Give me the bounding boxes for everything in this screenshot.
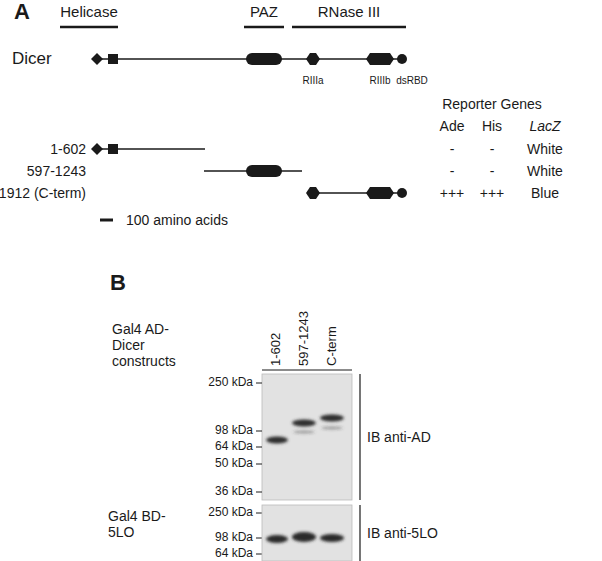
row-header: Gal4 AD-Dicer constructs xyxy=(112,321,192,369)
table-cell: White xyxy=(527,141,563,157)
subdomain-name: RIIIa xyxy=(302,75,323,87)
marker-label: 64 kDa xyxy=(215,547,253,561)
domain-bar xyxy=(244,26,284,29)
construct-1 xyxy=(91,143,205,155)
table-cell: White xyxy=(527,163,563,179)
table-cell: +++ xyxy=(480,185,505,201)
table-cell: - xyxy=(450,163,455,179)
table-header: LacZ xyxy=(529,118,560,134)
construct-3 xyxy=(306,187,407,199)
table-cell: Blue xyxy=(531,185,559,201)
rnase-domain xyxy=(306,187,320,199)
domain-square xyxy=(108,54,118,64)
construct-2 xyxy=(204,165,302,177)
domain-name: RNase III xyxy=(318,3,381,20)
tick xyxy=(256,383,262,384)
tick xyxy=(256,447,262,448)
table-header: His xyxy=(482,118,502,134)
subdomain-name: dsRBD xyxy=(396,75,428,87)
lane-label: 1-602 xyxy=(269,333,284,366)
band xyxy=(293,431,315,434)
domain-bar xyxy=(60,26,118,29)
lane-label: 597-1243 xyxy=(297,311,312,366)
antibody-label: IB anti-5LO xyxy=(367,525,438,541)
table-header: Ade xyxy=(440,118,465,134)
western-blot xyxy=(262,505,352,561)
tick xyxy=(256,492,262,493)
blot-bands xyxy=(266,415,344,444)
lane-label: C-term xyxy=(325,326,340,366)
tick xyxy=(256,464,262,465)
table-cell: +++ xyxy=(440,185,465,201)
band xyxy=(266,535,288,543)
marker-label: 36 kDa xyxy=(215,485,253,499)
blot-bracket xyxy=(359,505,360,561)
tick xyxy=(256,431,262,432)
protein-name: Dicer xyxy=(12,49,52,69)
domain-diamond xyxy=(91,53,103,65)
construct-label: 597-1243 xyxy=(27,163,86,179)
scale-label: 100 amino acids xyxy=(126,212,228,228)
band xyxy=(320,415,344,422)
rnase-domain xyxy=(306,53,320,65)
rnase-domain xyxy=(366,187,394,199)
dsrbd-domain xyxy=(397,188,407,198)
domain-brackets xyxy=(60,26,406,29)
band xyxy=(320,534,344,542)
row-header: Gal4 BD-5LO xyxy=(108,508,170,540)
subdomain-name: RIIIb xyxy=(369,75,390,87)
table-cell: - xyxy=(450,141,455,157)
antibody-label: IB anti-AD xyxy=(367,429,431,445)
domain-diamond xyxy=(91,143,103,155)
construct-label: 1-602 xyxy=(50,141,86,157)
domain-bar xyxy=(292,26,406,29)
lane-bracket xyxy=(262,369,352,370)
paz-domain xyxy=(246,165,282,177)
domain-square xyxy=(108,144,118,154)
band xyxy=(292,532,316,542)
panel-letter: A xyxy=(14,0,30,25)
marker-label: 250 kDa xyxy=(208,506,253,520)
rnase-domain xyxy=(366,53,394,65)
marker-label: 250 kDa xyxy=(208,376,253,390)
western-blot xyxy=(262,374,352,500)
band xyxy=(321,427,343,430)
table-cell: - xyxy=(490,163,495,179)
band xyxy=(292,420,316,427)
paz-domain xyxy=(246,53,282,65)
tick xyxy=(256,538,262,539)
band xyxy=(266,437,288,444)
marker-label: 98 kDa xyxy=(215,531,253,545)
table-header: Reporter Genes xyxy=(442,96,542,112)
marker-label: 64 kDa xyxy=(215,440,253,454)
blot-bands xyxy=(266,532,344,543)
panel-letter: B xyxy=(110,270,126,295)
construct-label: 1238-1912 (C-term) xyxy=(0,185,86,201)
blot-bracket xyxy=(359,374,360,500)
tick xyxy=(256,513,262,514)
domain-name: PAZ xyxy=(250,3,278,20)
scale-bar xyxy=(100,219,113,222)
marker-label: 98 kDa xyxy=(215,424,253,438)
marker-label: 50 kDa xyxy=(215,457,253,471)
tick xyxy=(256,554,262,555)
domain-name: Helicase xyxy=(60,3,118,20)
dsrbd-domain xyxy=(397,54,407,64)
dicer-full xyxy=(91,53,407,65)
marker-ticks xyxy=(256,383,262,554)
table-cell: - xyxy=(490,141,495,157)
